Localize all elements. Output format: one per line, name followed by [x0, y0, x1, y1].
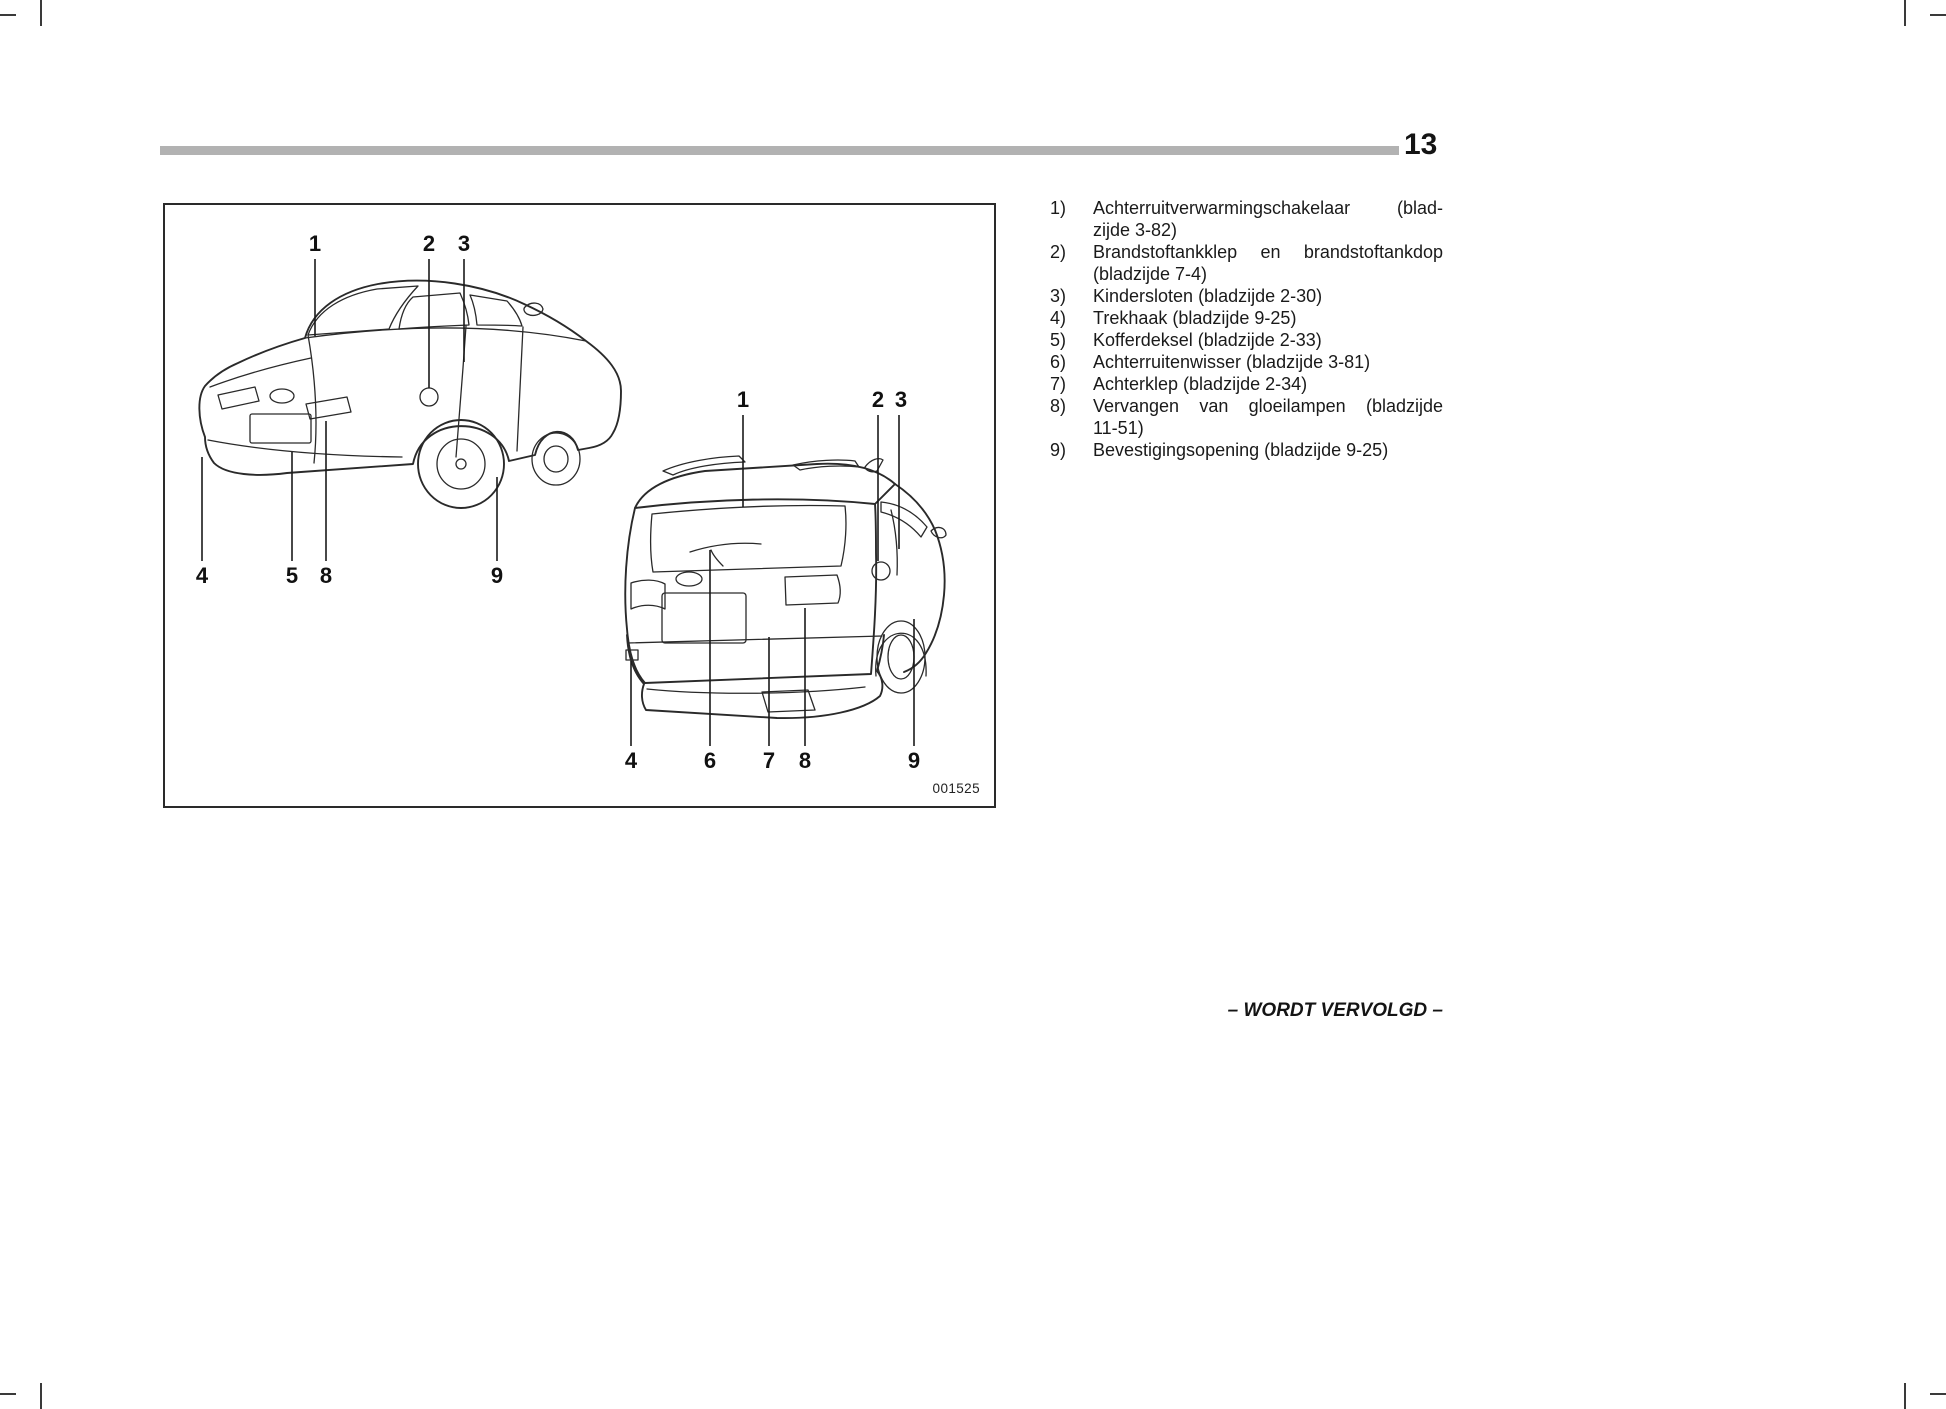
wagon-rear-wiper	[689, 542, 762, 567]
legend-item-text: Achterruitenwisser (bladzijde 3-81)	[1093, 352, 1371, 372]
callout-sedan-3: 3	[458, 231, 470, 256]
sedan-leader-lines	[201, 259, 498, 561]
wagon-rear-window	[649, 504, 847, 573]
legend-item-text: Kofferdeksel (bladzijde 2-33)	[1093, 330, 1322, 350]
wagon-towhook-cover	[625, 649, 639, 661]
crop-mark-top-right-h	[1930, 14, 1946, 16]
callout-wagon-2: 2	[872, 387, 884, 412]
wagon-badge	[675, 571, 703, 587]
legend-item-2: 2) Brandstoftankklep en brandstoftankdop…	[1050, 241, 1443, 285]
callout-sedan-4: 4	[196, 563, 209, 588]
wagon-taillight-left	[630, 579, 666, 610]
legend-item-number: 9)	[1050, 440, 1067, 460]
legend-item-number: 2)	[1050, 242, 1067, 262]
sedan-fuel-door	[419, 387, 439, 407]
callout-wagon-6: 6	[704, 748, 716, 773]
wagon-rear-wheel	[876, 620, 926, 694]
wagon-antenna-fin	[864, 458, 884, 473]
legend-item-8: 8) Vervangen van gloeilampen (bladzijde …	[1050, 395, 1443, 439]
legend-item-text: Achterklep (bladzijde 2-34)	[1093, 374, 1308, 394]
car-illustrations: 1 2 3 4 5 8 9	[196, 231, 947, 773]
callout-wagon-8: 8	[799, 748, 811, 773]
crop-mark-bottom-left-v	[40, 1383, 42, 1409]
sedan-license-plate	[249, 413, 312, 444]
legend-item-4: 4) Trekhaak (bladzijde 9-25)	[1050, 307, 1443, 329]
figure-code: 001525	[932, 781, 980, 796]
crop-mark-top-right-v	[1904, 0, 1906, 26]
continued-note: – WORDT VERVOLGD –	[1227, 1000, 1443, 1021]
legend-item-number: 7)	[1050, 374, 1067, 394]
callout-sedan-8: 8	[320, 563, 332, 588]
wagon-illustration: 1 2 3 4 6 7 8 9	[624, 387, 947, 773]
legend-item-number: 3)	[1050, 286, 1067, 306]
legend-item-text: Kindersloten (bladzijde 2-30)	[1093, 286, 1323, 306]
sedan-taillight-left	[217, 386, 260, 410]
wagon-leader-lines	[630, 415, 915, 746]
legend-item-number: 5)	[1050, 330, 1067, 350]
sedan-badge	[269, 388, 295, 404]
callout-sedan-9: 9	[491, 563, 503, 588]
crop-mark-top-left-v	[40, 0, 42, 26]
legend-item-9: 9) Bevestigingsopening (bladzijde 9-25)	[1050, 439, 1443, 461]
figure-box: 1 2 3 4 5 8 9	[163, 203, 996, 808]
sedan-front-wheel	[531, 432, 581, 486]
legend-item-number: 8)	[1050, 396, 1067, 416]
wagon-fuel-door	[871, 561, 891, 581]
wagon-roof-rails	[662, 455, 860, 476]
legend-item-5: 5) Kofferdeksel (bladzijde 2-33)	[1050, 329, 1443, 351]
legend-item-text: Achterruitverwarmingschakelaar (blad- zi…	[1093, 198, 1443, 240]
legend-list: 1) Achterruitverwarmingschakelaar (blad-…	[1050, 197, 1443, 461]
legend-item-7: 7) Achterklep (bladzijde 2-34)	[1050, 373, 1443, 395]
wagon-roof	[634, 462, 896, 509]
legend-item-6: 6) Achterruitenwisser (bladzijde 3-81)	[1050, 351, 1443, 373]
callout-sedan-1: 1	[309, 231, 321, 256]
sedan-body-lines	[207, 285, 587, 464]
sedan-illustration: 1 2 3 4 5 8 9	[196, 231, 622, 588]
wagon-callout-numbers: 1 2 3 4 6 7 8 9	[625, 387, 920, 773]
sedan-taillight-right	[305, 396, 352, 420]
legend-item-text: Vervangen van gloeilampen (bladzijde 11-…	[1093, 396, 1443, 438]
legend-item-number: 1)	[1050, 198, 1067, 218]
callout-sedan-5: 5	[286, 563, 298, 588]
legend-item-number: 4)	[1050, 308, 1067, 328]
callout-wagon-9: 9	[908, 748, 920, 773]
legend-item-number: 6)	[1050, 352, 1067, 372]
crop-mark-bottom-right-v	[1904, 1383, 1906, 1409]
header-rule	[160, 146, 1399, 155]
wagon-taillight-right	[784, 574, 841, 606]
legend-item-3: 3) Kindersloten (bladzijde 2-30)	[1050, 285, 1443, 307]
wagon-mirror	[930, 526, 947, 539]
crop-mark-bottom-right-h	[1930, 1393, 1946, 1395]
wagon-tailgate	[624, 498, 878, 684]
sedan-mirror	[523, 302, 544, 316]
legend-item-text: Bevestigingsopening (bladzijde 9-25)	[1093, 440, 1389, 460]
sedan-rear-wheel	[417, 419, 505, 509]
legend-item-1: 1) Achterruitverwarmingschakelaar (blad-…	[1050, 197, 1443, 241]
callout-wagon-4: 4	[625, 748, 638, 773]
callout-sedan-2: 2	[423, 231, 435, 256]
crop-mark-top-left-h	[0, 14, 16, 16]
legend-item-text: Brandstoftankklep en brandstoftankdop (b…	[1093, 242, 1443, 284]
sedan-callout-numbers: 1 2 3 4 5 8 9	[196, 231, 503, 588]
page-number: 13	[1404, 128, 1438, 161]
wagon-license-plate	[661, 592, 747, 644]
crop-mark-bottom-left-h	[0, 1393, 16, 1395]
callout-wagon-7: 7	[763, 748, 775, 773]
legend-item-text: Trekhaak (bladzijde 9-25)	[1093, 308, 1297, 328]
callout-wagon-1: 1	[737, 387, 749, 412]
callout-wagon-3: 3	[895, 387, 907, 412]
wagon-bumper	[625, 634, 885, 719]
